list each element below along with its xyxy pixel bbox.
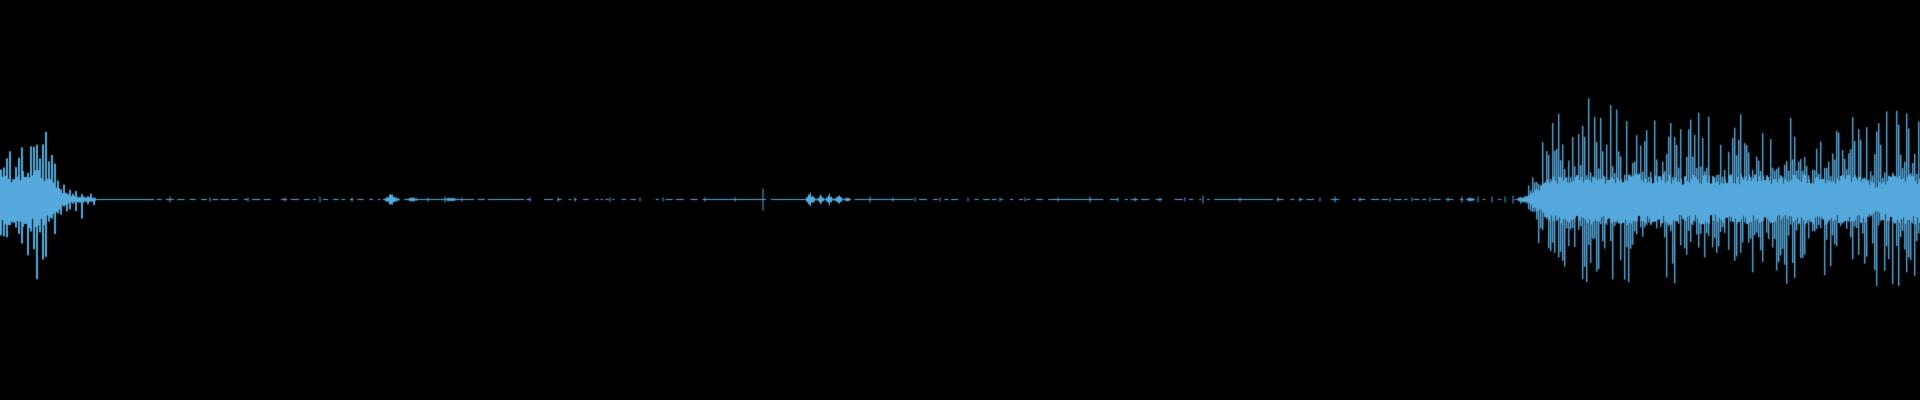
waveform-canvas[interactable] (0, 0, 1920, 400)
waveform-display (0, 0, 1920, 400)
